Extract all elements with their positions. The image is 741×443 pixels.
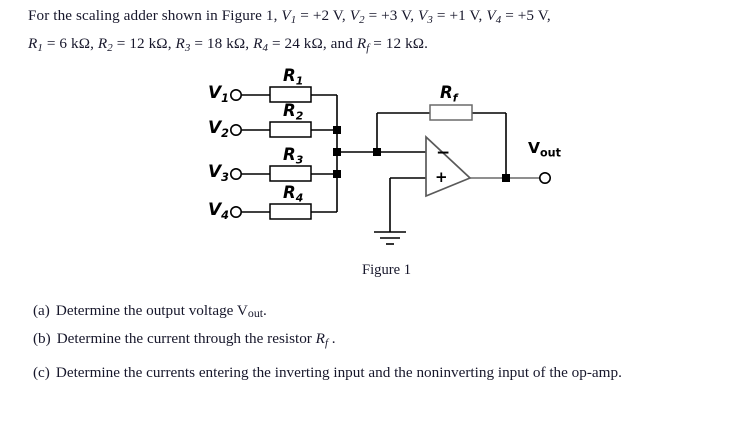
r1-subscript: 1 bbox=[37, 42, 43, 55]
source-v1-label: V1 bbox=[208, 83, 229, 105]
junction-dot-feedback bbox=[373, 148, 381, 156]
r3-value: = 18 kΩ, bbox=[190, 35, 254, 53]
v2-subscript: 2 bbox=[359, 14, 365, 27]
resistor-r4-body bbox=[269, 203, 312, 220]
r2-subscript: 2 bbox=[107, 42, 113, 55]
question-a: (a) Determine the output voltage Vout. bbox=[33, 300, 723, 324]
r3-subscript: 3 bbox=[184, 42, 191, 55]
question-b-tail: . bbox=[328, 330, 336, 347]
r1-value: = 6 kΩ, bbox=[42, 35, 98, 53]
question-c: (c) Determine the currents entering the i… bbox=[33, 362, 723, 383]
resistor-r3-label: R3 bbox=[283, 145, 304, 167]
terminal-v2 bbox=[230, 124, 243, 137]
resistor-r1-label: R1 bbox=[283, 66, 304, 88]
question-b-subscript: f bbox=[324, 337, 328, 350]
opamp-noninverting-symbol: + bbox=[435, 168, 448, 186]
question-b-label: (b) bbox=[33, 330, 51, 347]
statement-prefix: For the scaling adder shown in Figure 1, bbox=[28, 7, 282, 24]
resistor-r4-label: R4 bbox=[283, 183, 304, 205]
v2-value: = +3 V, bbox=[364, 7, 419, 24]
rf-value: = 12 kΩ. bbox=[369, 35, 429, 53]
rf-symbol: R bbox=[356, 35, 367, 53]
resistor-rf-body bbox=[429, 104, 473, 121]
source-v4-label: V4 bbox=[208, 200, 229, 222]
terminal-v4 bbox=[230, 206, 243, 219]
question-c-label: (c) bbox=[33, 364, 50, 381]
question-b-text: Determine the current through the resist… bbox=[56, 330, 316, 347]
r2-value: = 12 kΩ, bbox=[112, 35, 176, 53]
r2-symbol: R bbox=[97, 35, 108, 53]
r4-symbol: R bbox=[253, 35, 263, 53]
question-b: (b) Determine the current through the res… bbox=[33, 328, 723, 354]
resistor-rf-label: Rf bbox=[440, 83, 458, 105]
junction-dot-r2 bbox=[333, 126, 341, 134]
r4-subscript: 4 bbox=[262, 42, 269, 55]
opamp-triangle bbox=[425, 135, 472, 198]
v1-subscript: 1 bbox=[290, 14, 297, 27]
v4-value: = +5 V, bbox=[501, 7, 551, 24]
question-b-resistor-symbol: R bbox=[315, 330, 325, 347]
figure-caption: Figure 1 bbox=[362, 262, 412, 278]
terminal-v3 bbox=[230, 168, 243, 181]
r3-symbol: R bbox=[175, 35, 185, 53]
question-a-subscript: out bbox=[247, 305, 264, 320]
resistor-r3-body bbox=[269, 165, 312, 182]
v1-value: = +2 V, bbox=[296, 7, 350, 24]
question-a-tail: . bbox=[263, 302, 267, 319]
terminal-vout bbox=[538, 172, 551, 185]
output-vout-label: Vout bbox=[528, 139, 561, 160]
v4-subscript: 4 bbox=[495, 14, 502, 27]
question-a-label: (a) bbox=[33, 302, 50, 319]
r4-value: = 24 kΩ, and bbox=[268, 35, 357, 53]
resistor-r2-label: R2 bbox=[283, 101, 304, 123]
r1-symbol: R bbox=[28, 35, 38, 53]
question-a-text: Determine the output voltage V bbox=[55, 302, 248, 319]
question-c-text: Determine the currents entering the inve… bbox=[55, 364, 622, 381]
terminal-v1 bbox=[230, 89, 243, 102]
v4-symbol: V bbox=[486, 7, 496, 24]
v2-symbol: V bbox=[349, 7, 360, 24]
junction-dot-output bbox=[502, 174, 510, 182]
v1-symbol: V bbox=[281, 7, 291, 24]
rf-subscript: f bbox=[366, 42, 370, 55]
v3-symbol: V bbox=[418, 7, 428, 24]
problem-statement-line-1: For the scaling adder shown in Figure 1,… bbox=[28, 4, 728, 32]
resistor-r1-body bbox=[269, 86, 312, 103]
source-v3-label: V3 bbox=[208, 162, 229, 184]
resistor-r2-body bbox=[269, 121, 312, 138]
problem-statement: For the scaling adder shown in Figure 1,… bbox=[28, 4, 728, 60]
v3-subscript: 3 bbox=[427, 14, 433, 27]
opamp-inverting-symbol: − bbox=[436, 143, 451, 163]
problem-statement-line-2: R1 = 6 kΩ, R2 = 12 kΩ, R3 = 18 kΩ, R4 = … bbox=[28, 32, 728, 60]
junction-dot-r3 bbox=[333, 170, 341, 178]
source-v2-label: V2 bbox=[208, 118, 229, 140]
junction-dot-bus-center bbox=[333, 148, 341, 156]
v3-value: = +1 V, bbox=[432, 7, 487, 24]
